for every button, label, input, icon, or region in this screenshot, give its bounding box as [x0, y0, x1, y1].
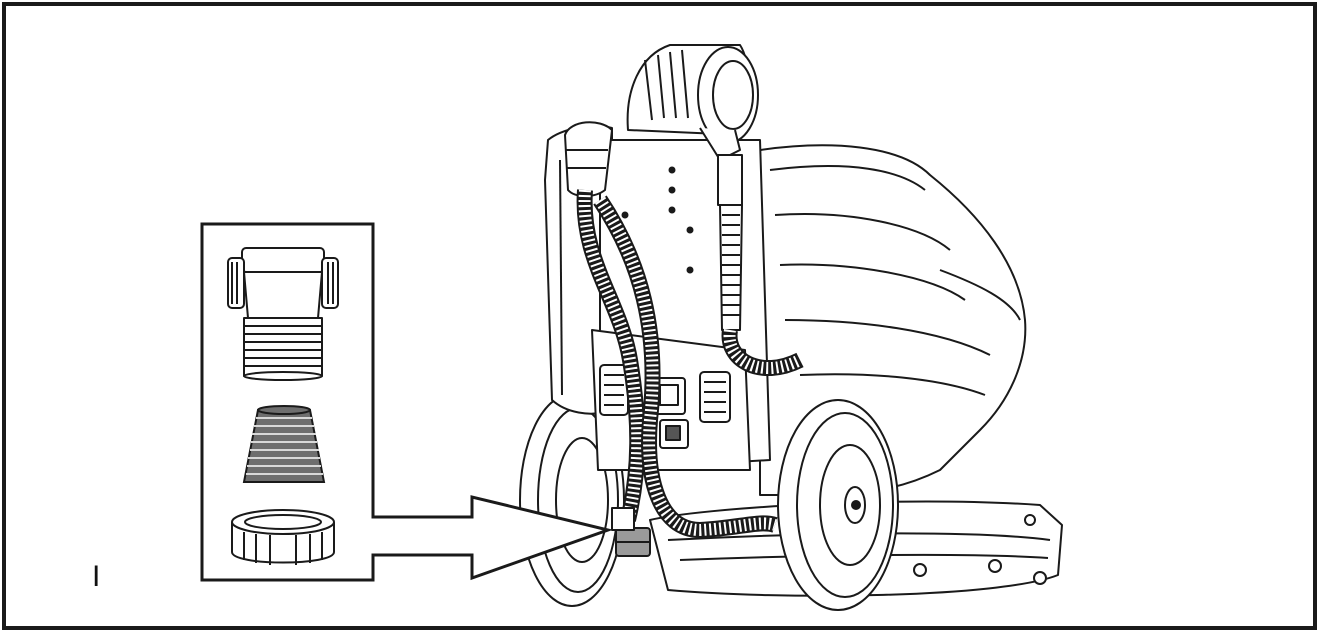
upper-left-hose-coupling: [564, 121, 613, 197]
floor-scrubber-illustration: [519, 44, 1063, 611]
top-handle: [626, 44, 759, 161]
ring-nut-part: [231, 509, 335, 565]
right-hose-tube: [717, 154, 743, 331]
ribbed-cone-part: [242, 405, 326, 483]
figure-label: I: [92, 560, 101, 593]
hose-connection-highlight: [611, 507, 651, 557]
threaded-coupling-part: [227, 247, 339, 381]
right-wheel: [777, 399, 899, 611]
